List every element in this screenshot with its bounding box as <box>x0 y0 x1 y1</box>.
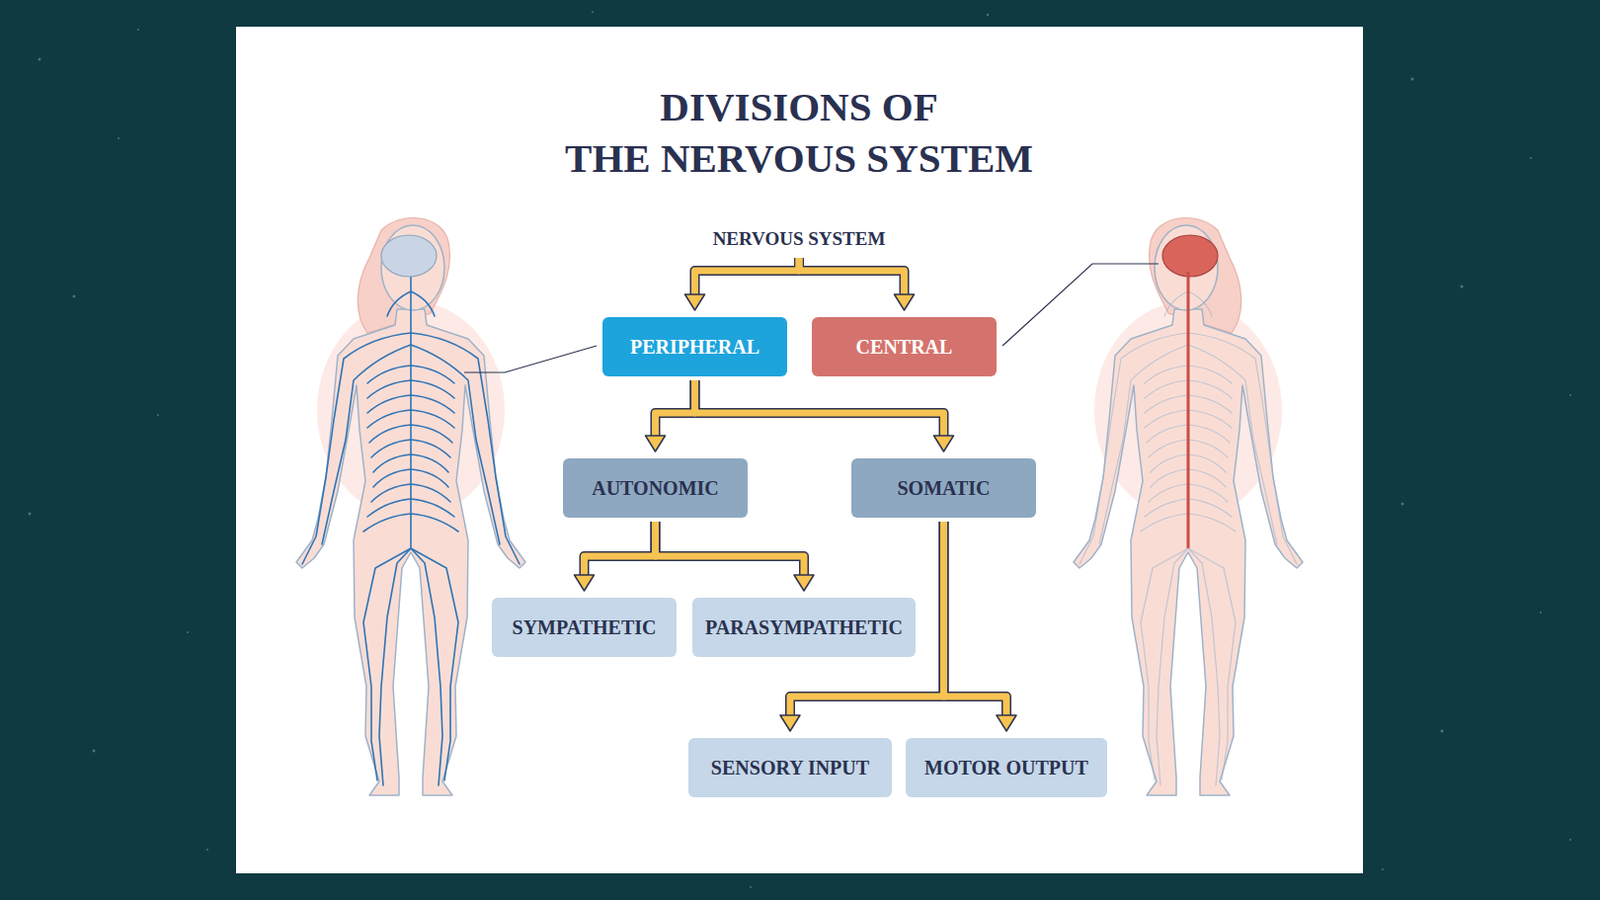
connector-outline <box>695 257 800 297</box>
arrow-shaft <box>584 521 656 577</box>
division-box: CENTRAL <box>811 317 997 377</box>
arrow-shaft <box>790 521 945 718</box>
title-block: DIVISIONS OF THE NERVOUS SYSTEM <box>552 80 1046 184</box>
arrow-head <box>894 294 915 311</box>
wrap-spacer <box>947 80 1046 101</box>
arrow-head <box>645 435 666 452</box>
division-box: PERIPHERAL <box>602 317 788 377</box>
central-figure <box>1073 218 1303 797</box>
branch-arrow <box>655 521 815 591</box>
node-label: NERVOUS SYSTEM <box>713 228 886 250</box>
arrow-shaft <box>799 257 905 297</box>
branch-arrow <box>645 380 696 452</box>
node-label: SENSORY INPUT <box>711 756 870 780</box>
node-label: MOTOR OUTPUT <box>924 756 1089 780</box>
subdivision-box: AUTONOMIC <box>562 458 748 518</box>
background-speckles <box>28 10 1573 888</box>
branch-box: SENSORY INPUT <box>688 737 892 798</box>
root-label: NERVOUS SYSTEM <box>690 224 908 254</box>
panel <box>236 26 1363 874</box>
branch-arrow <box>944 521 1018 731</box>
arrow-head <box>780 715 800 731</box>
branch-box: MOTOR OUTPUT <box>905 737 1108 798</box>
branch-arrow <box>685 257 800 311</box>
branch-arrow <box>695 380 955 452</box>
branch-arrow <box>799 257 915 311</box>
node-label: PERIPHERAL <box>630 335 760 359</box>
peripheral-figure <box>296 218 526 797</box>
branch-arrow <box>780 521 945 731</box>
branch-arrow <box>574 521 656 591</box>
arrow-head <box>996 715 1017 731</box>
arrow-head <box>574 574 595 591</box>
subdivision-box: SOMATIC <box>851 458 1037 518</box>
connector-outline <box>695 380 945 438</box>
connector-fills <box>574 257 1018 731</box>
node-label: PARASYMPATHETIC <box>705 616 903 640</box>
branch-box: SYMPATHETIC <box>491 597 677 657</box>
connector-outline <box>944 521 1008 718</box>
connector-outlines <box>584 257 1008 718</box>
arrow-head <box>685 294 706 311</box>
arrow-shaft <box>695 257 800 297</box>
leader-line <box>1002 263 1159 346</box>
diagram-title: DIVISIONS OF THE NERVOUS SYSTEM <box>564 83 1034 181</box>
arrow-shaft <box>695 380 945 438</box>
connector-outline <box>799 257 905 297</box>
connector-outline <box>655 521 805 577</box>
node-label: SYMPATHETIC <box>512 616 657 640</box>
connector-outline <box>655 380 696 438</box>
arrow-shaft <box>655 380 696 438</box>
arrow-shaft <box>944 521 1008 718</box>
node-label: AUTONOMIC <box>591 477 720 500</box>
arrow-shaft <box>655 521 805 577</box>
connector-outline <box>790 521 945 718</box>
wrap-spacer <box>552 80 651 101</box>
connector-outline <box>584 521 656 577</box>
node-label: CENTRAL <box>856 335 954 359</box>
leader-line <box>464 345 597 373</box>
arrow-head <box>934 435 955 452</box>
arrow-head <box>794 574 814 591</box>
node-label: SOMATIC <box>896 477 990 500</box>
branch-box: PARASYMPATHETIC <box>692 597 916 657</box>
